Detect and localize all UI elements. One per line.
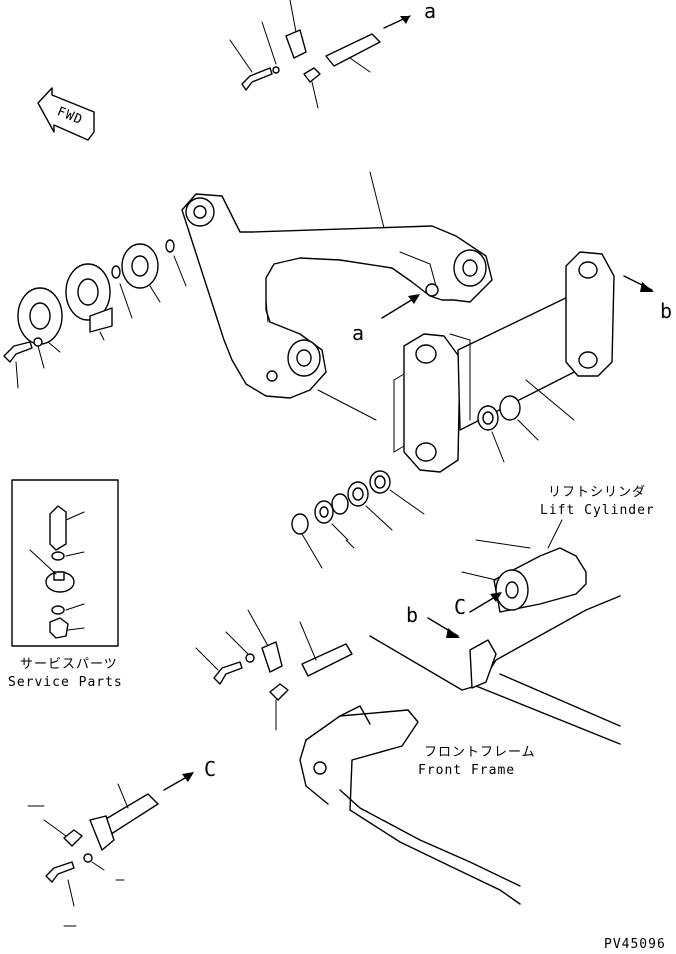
lift-cylinder-en-label: Lift Cylinder bbox=[540, 503, 655, 518]
service-parts-jp-label: サービスパーツ bbox=[20, 657, 118, 672]
fwd-arrow-icon: FWD bbox=[37, 87, 95, 141]
lift-cylinder: リフトシリンダ Lift Cylinder C bbox=[454, 485, 655, 619]
service-parts-en-label: Service Parts bbox=[8, 675, 123, 690]
arrow-a-top-label: a bbox=[424, 0, 436, 23]
arrow-b-right-label: b bbox=[660, 299, 672, 323]
lift-cylinder-jp-label: リフトシリンダ bbox=[548, 485, 646, 500]
arrow-b-mid-label: b bbox=[406, 603, 418, 627]
lift-arm: a bbox=[181, 171, 493, 421]
bottom-pin-assembly: C bbox=[27, 757, 216, 927]
arrow-c-bottom-label: C bbox=[204, 757, 216, 781]
front-frame-jp-label: フロントフレーム bbox=[424, 745, 536, 760]
drawing-number: PV45096 bbox=[604, 937, 666, 952]
front-frame-en-label: Front Frame bbox=[418, 763, 515, 778]
service-parts-box: サービスパーツ Service Parts bbox=[8, 479, 123, 690]
mid-spacer-stack bbox=[291, 470, 425, 569]
top-pin-assembly: a bbox=[229, 0, 436, 109]
left-bushing-stack bbox=[3, 239, 187, 389]
mid-pin-assembly bbox=[195, 609, 353, 731]
cross-tube-bracket: b bbox=[393, 251, 672, 473]
front-frame: フロントフレーム Front Frame b bbox=[299, 595, 621, 905]
arrow-a-mid-label: a bbox=[352, 321, 364, 345]
arrow-c-mid-label: C bbox=[454, 595, 466, 619]
